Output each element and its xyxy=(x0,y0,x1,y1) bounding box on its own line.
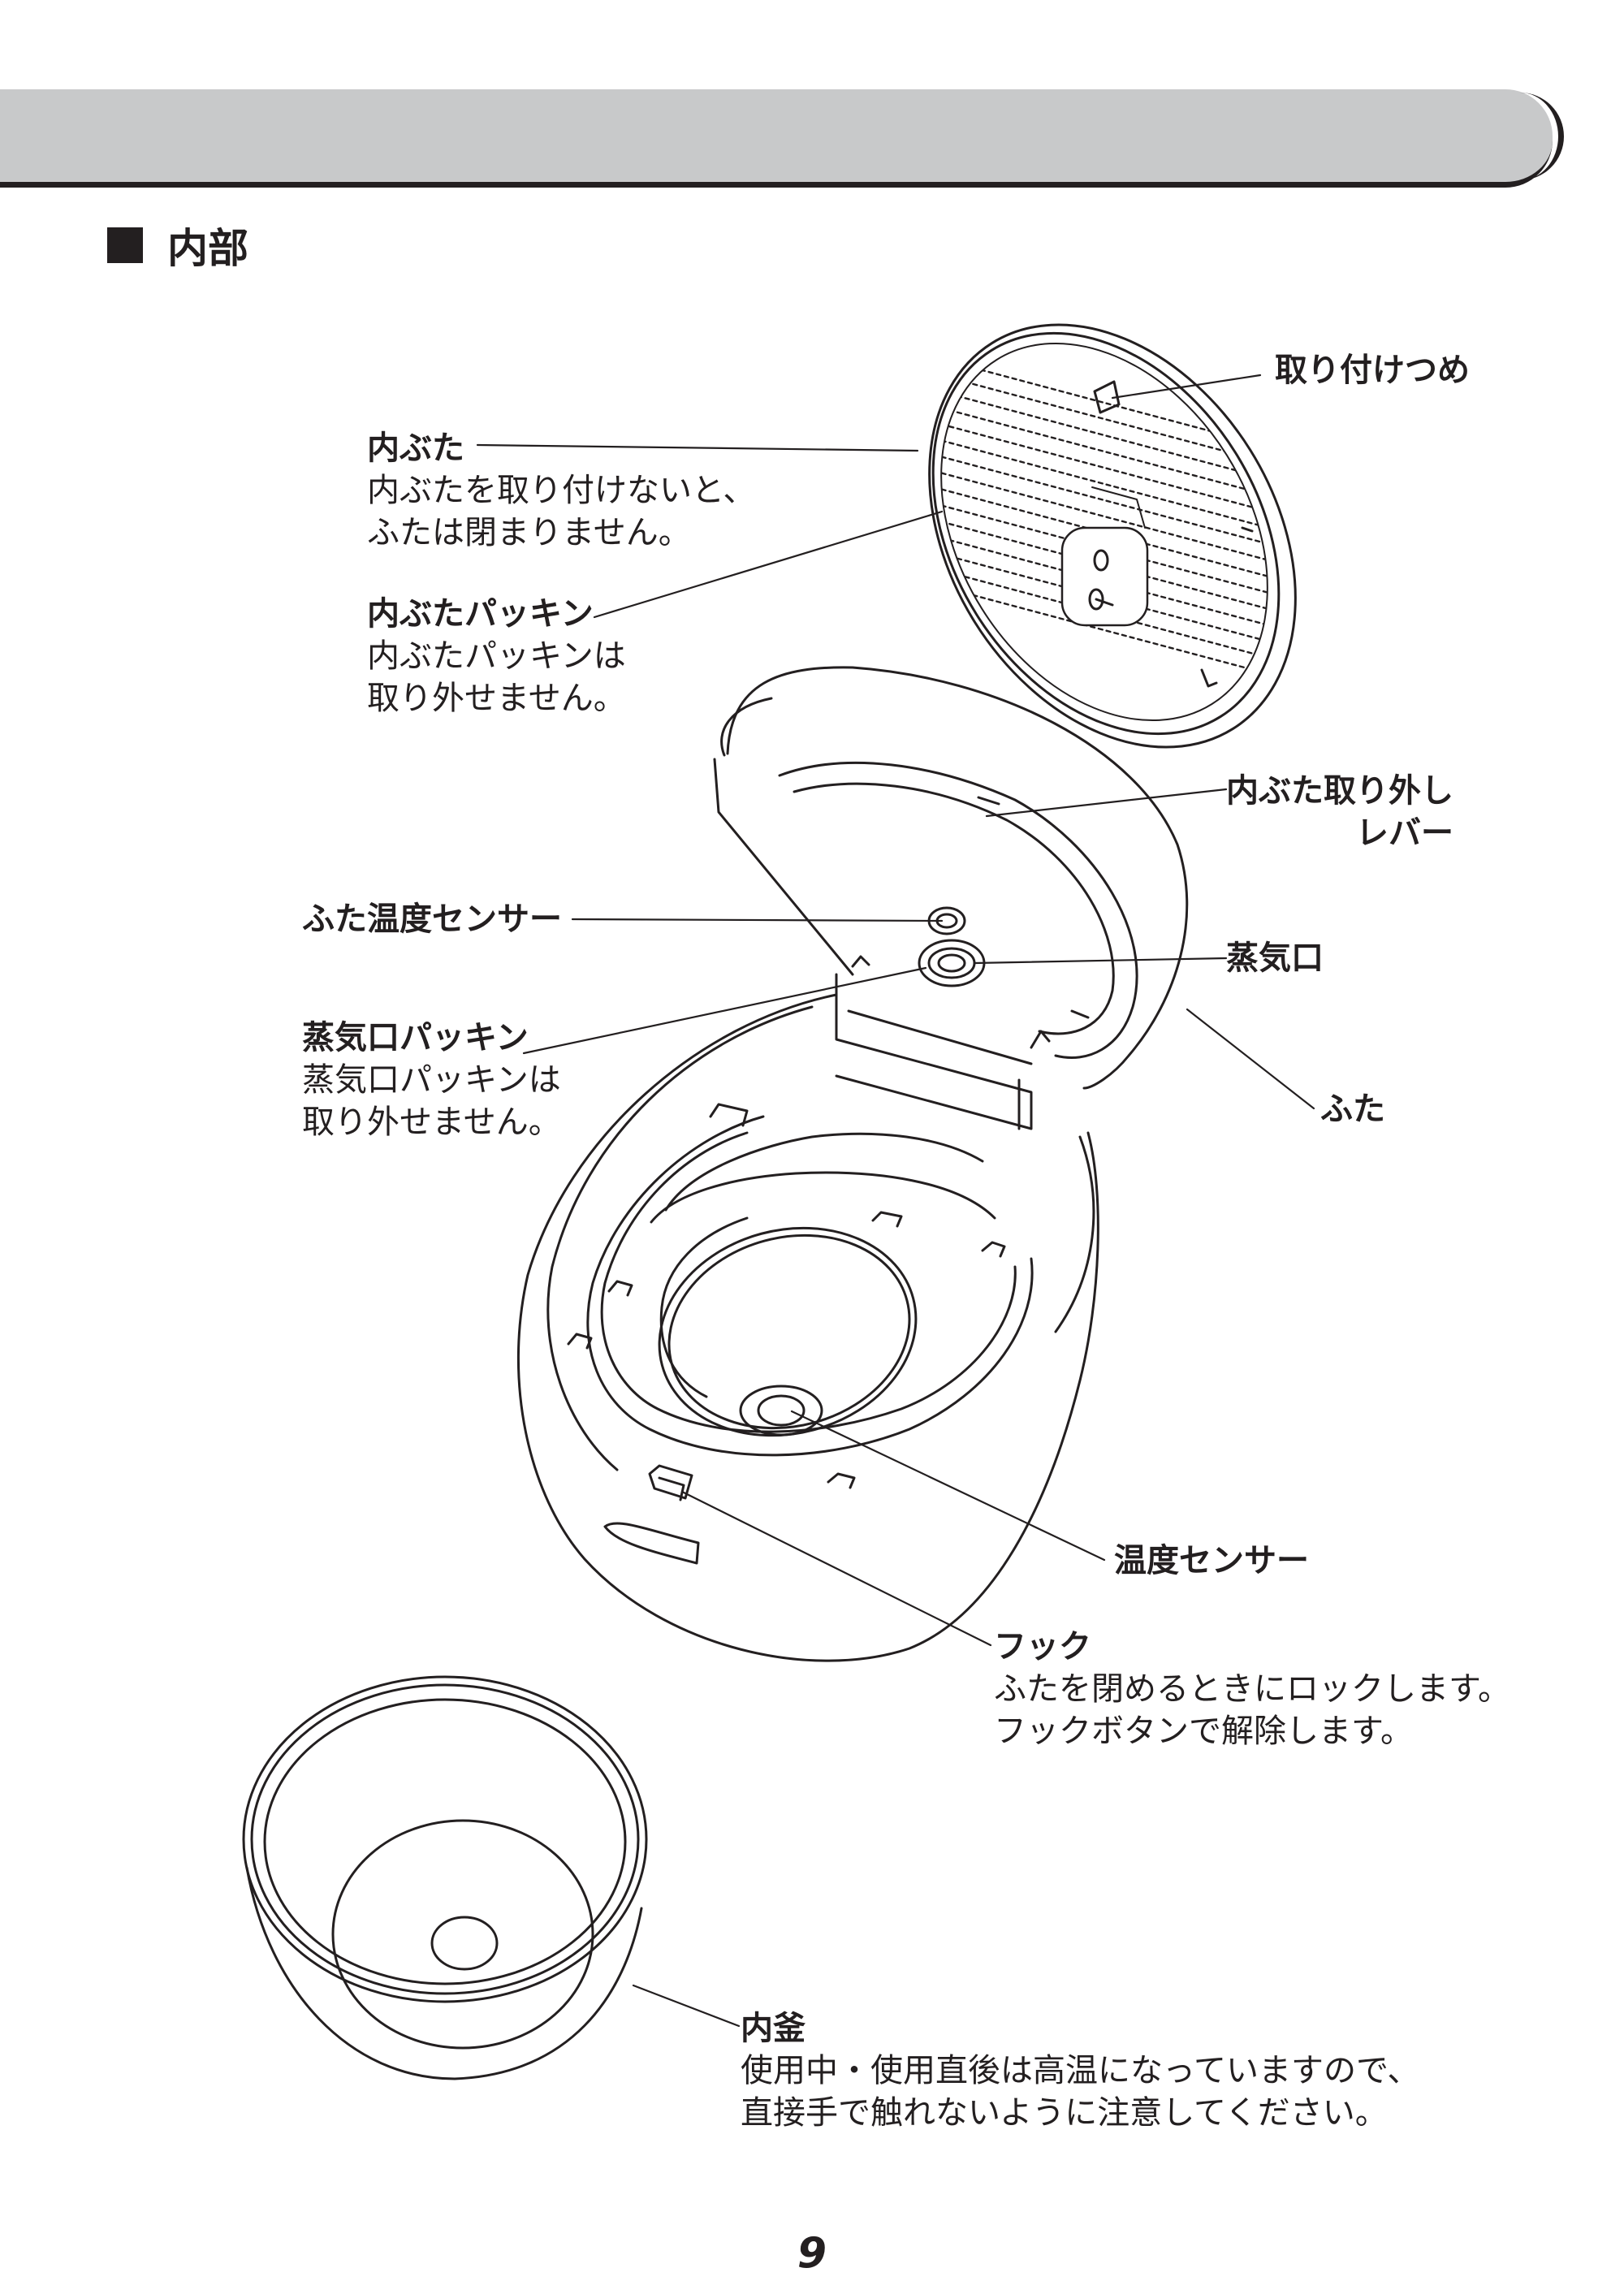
inner-lid-packing-desc-2: 取り外せません。 xyxy=(367,680,626,717)
lid-temp-sensor-label: ふた温度センサー xyxy=(302,898,562,940)
square-bullet-icon xyxy=(107,227,143,263)
steam-vent-title: 蒸気口 xyxy=(1226,940,1324,977)
inner-pot-label: 内釜 使用中・使用直後は高温になっていますので、 直接手で触れないように注意して… xyxy=(741,2007,1419,2134)
header-band xyxy=(0,89,1564,188)
temp-sensor-title: 温度センサー xyxy=(1114,1542,1309,1579)
inner-pot-drawing xyxy=(242,1675,648,2080)
temp-sensor-label: 温度センサー xyxy=(1114,1540,1309,1582)
section-title: 内部 xyxy=(167,225,248,272)
cooker-body-drawing xyxy=(516,993,1099,1662)
lid-label: ふた xyxy=(1320,1088,1385,1130)
inner-lid-title: 内ぶた xyxy=(367,430,464,467)
mounting-claw-title: 取り付けつめ xyxy=(1275,352,1470,389)
steam-vent-packing-desc-1: 蒸気口パッキンは xyxy=(302,1061,561,1099)
release-lever-line-2: レバー xyxy=(1356,814,1453,852)
mounting-claw-label: 取り付けつめ xyxy=(1275,349,1470,391)
lid-title: ふた xyxy=(1320,1091,1385,1128)
inner-pot-desc-1: 使用中・使用直後は高温になっていますので、 xyxy=(741,2052,1420,2089)
release-lever-label: 内ぶた取り外し レバー xyxy=(1218,770,1453,854)
hook-label: フック ふたを閉めるときにロックします。 フックボタンで解除します。 xyxy=(994,1626,1510,1752)
steam-vent-packing-label: 蒸気口パッキン 蒸気口パッキンは 取り外せません。 xyxy=(302,1017,561,1143)
steam-vent-packing-desc-2: 取り外せません。 xyxy=(302,1104,561,1141)
section-heading: 内部 xyxy=(107,216,248,274)
page-number: 9 xyxy=(797,2229,827,2278)
lid-temp-sensor-title: ふた温度センサー xyxy=(302,901,562,938)
inner-lid-packing-label: 内ぶたパッキン 内ぶたパッキンは 取り外せません。 xyxy=(367,593,626,719)
hook-desc-1: ふたを閉めるときにロックします。 xyxy=(994,1670,1510,1708)
inner-lid-desc-2: ふたは閉まりません。 xyxy=(367,514,691,551)
inner-lid-packing-desc-1: 内ぶたパッキンは xyxy=(367,637,626,675)
release-lever-line-1: 内ぶた取り外し xyxy=(1226,772,1453,810)
open-lid-drawing xyxy=(713,666,1189,1130)
hook-desc-2: フックボタンで解除します。 xyxy=(994,1713,1413,1750)
inner-pot-desc-2: 直接手で触れないように注意してください。 xyxy=(741,2094,1388,2132)
steam-vent-packing-title: 蒸気口パッキン xyxy=(302,1019,529,1056)
inner-lid-desc-1: 内ぶたを取り付けないと、 xyxy=(367,472,756,509)
hook-title: フック xyxy=(994,1628,1091,1665)
leader-lines xyxy=(476,374,1315,2028)
inner-pot-title: 内釜 xyxy=(741,2010,806,2047)
inner-lid-drawing xyxy=(928,323,1301,749)
inner-lid-packing-title: 内ぶたパッキン xyxy=(367,595,594,633)
steam-vent-label: 蒸気口 xyxy=(1226,937,1324,979)
inner-lid-label: 内ぶた 内ぶたを取り付けないと、 ふたは閉まりません。 xyxy=(367,427,755,554)
